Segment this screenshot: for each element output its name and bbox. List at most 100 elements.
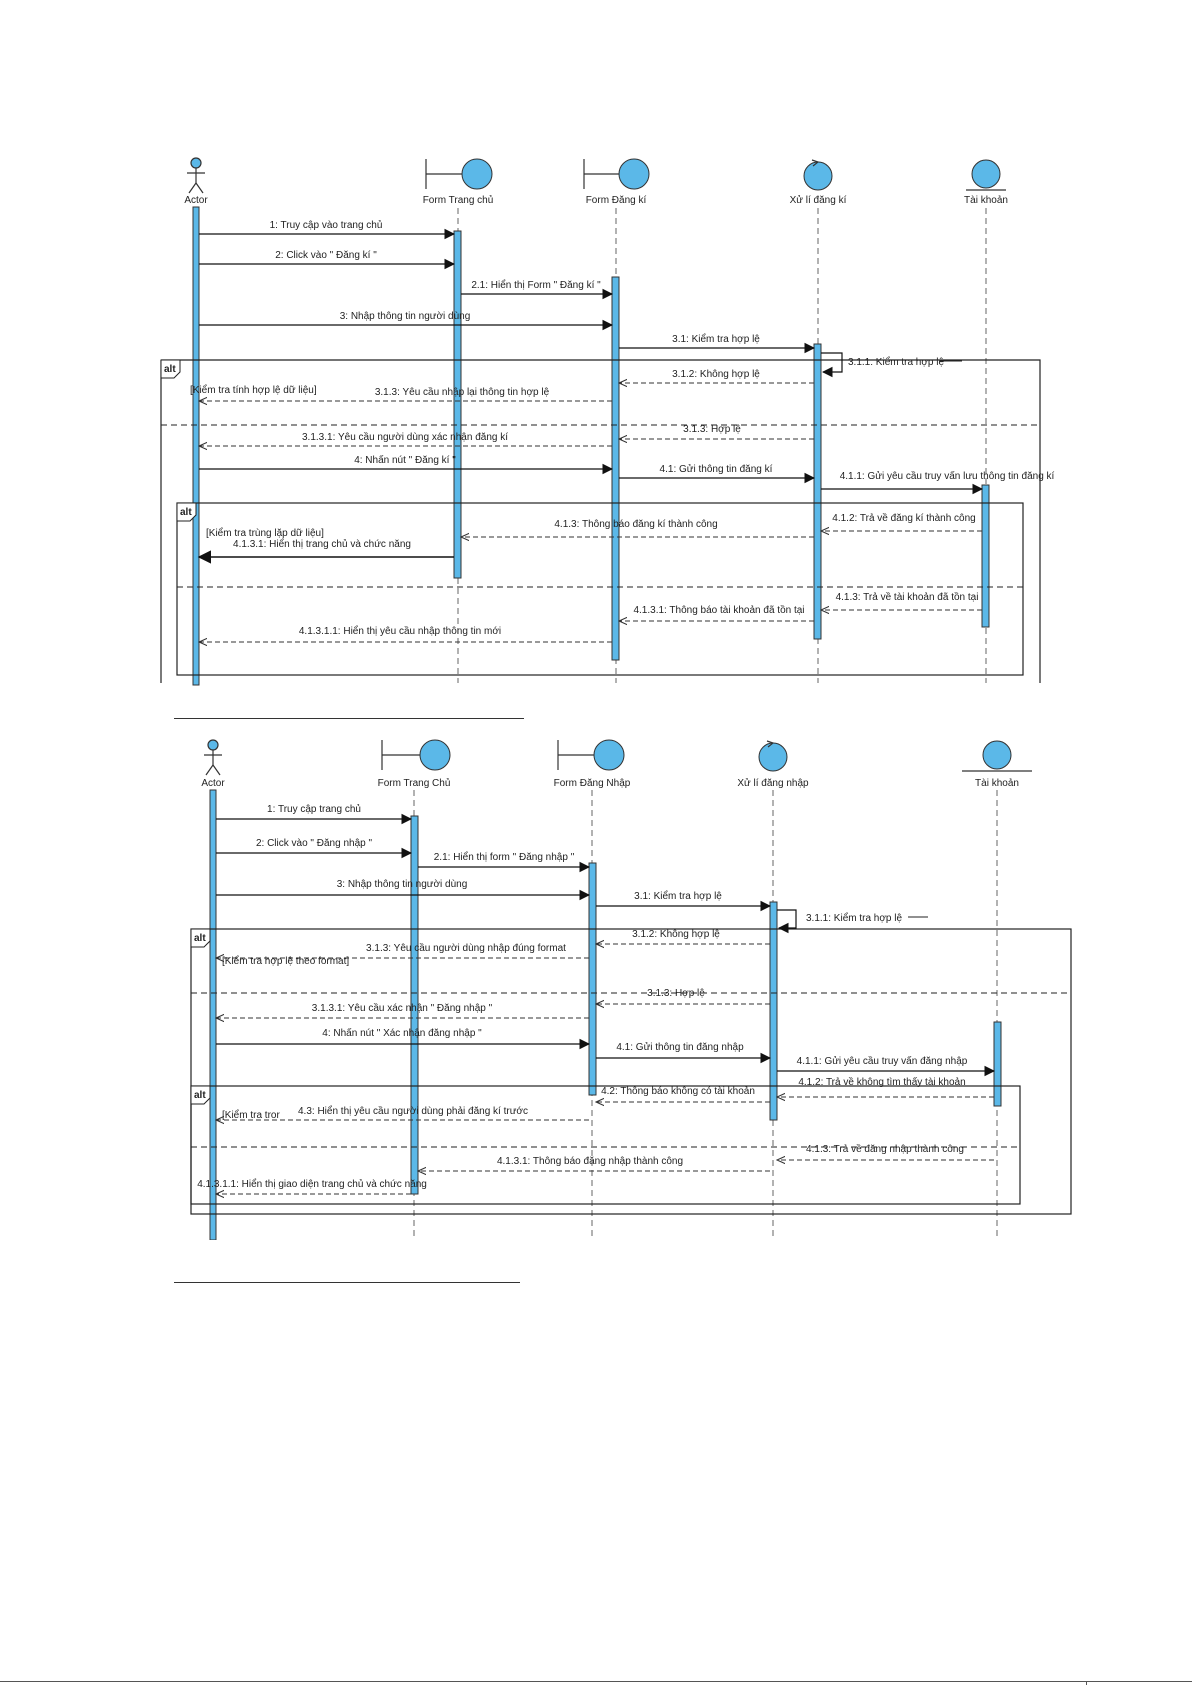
reply-message: 3.1.2: Không hợp lệ (619, 369, 814, 383)
participant-label: Form Trang chủ (423, 194, 494, 206)
message: 4: Nhấn nút " Xác nhận đăng nhập " (216, 1027, 591, 1050)
message-label: 4.2: Thông báo không có tài khoản (601, 1086, 755, 1097)
reply-message: 4.1.3.1: Thông báo đăng nhập thành công (418, 1156, 770, 1171)
message-label: 4.1.1: Gửi yêu cầu truy vấn đăng nhập (797, 1055, 968, 1067)
entity-icon (966, 159, 1006, 191)
message: 1: Truy cập trang chủ (216, 803, 413, 825)
message: 1: Truy cập vào trang chủ (199, 219, 456, 240)
message: 3.1: Kiểm tra hợp lệ (596, 890, 772, 912)
message: 3.1: Kiểm tra hợp lệ (619, 333, 816, 354)
actor-icon (204, 739, 222, 776)
actor-participant: Actor (201, 739, 225, 789)
boundary-icon (583, 158, 650, 190)
message: 4.1.3.1: Hiển thị trang chủ và chức năng (197, 538, 454, 564)
message-label: 4.1.3: Trả về đăng nhập thành công (806, 1143, 964, 1155)
message-label: 4.1.3.1: Hiển thị trang chủ và chức năng (233, 538, 411, 550)
message-label: 4.1.3.1: Thông báo đăng nhập thành công (497, 1156, 683, 1167)
message-label: 3.1.2: Không hợp lệ (632, 929, 720, 940)
message-label: 4.1.1: Gửi yêu cầu truy vấn lưu thông ti… (840, 470, 1055, 482)
message-label: 2.1: Hiển thị form " Đăng nhập " (434, 851, 575, 863)
actor-icon (187, 157, 205, 194)
actor-participant: Actor (184, 157, 208, 206)
participant-label: Actor (201, 778, 225, 789)
message-label: 3.1.3: Yêu cầu người dùng nhập đúng form… (366, 942, 566, 954)
message-label: 3.1.3: Hợp lệ (683, 424, 741, 435)
self-message: 3.1.1: Kiểm tra hợp lệ (777, 909, 928, 934)
section-separator (174, 718, 524, 719)
message: 4.1.1: Gửi yêu cầu truy vấn đăng nhập (777, 1055, 996, 1077)
message-label: 3.1.2: Không hợp lệ (672, 369, 760, 380)
participant-label: Tài khoản (964, 195, 1008, 206)
reply-message: 3.1.3: Yêu cầu người dùng nhập đúng form… (216, 942, 589, 958)
fragment-guard: [Kiểm tra hợp lệ theo format] (222, 955, 349, 967)
message-label: 2: Click vào " Đăng nhập " (256, 838, 373, 849)
message-label: 3.1.3: Hợp lệ (647, 988, 705, 999)
reply-message: 3.1.3: Hợp lệ (619, 424, 814, 439)
reply-message: 3.1.3.1: Yêu cầu người dùng xác nhận đăn… (199, 431, 612, 446)
boundary-participant-home: Form Trang chủ (423, 158, 494, 206)
reply-message: 3.1.3.1: Yêu cầu xác nhận " Đăng nhập " (216, 1002, 589, 1018)
fragment-guard: [Kiểm tra tror (222, 1109, 280, 1121)
message: 2.1: Hiển thị form " Đăng nhập " (418, 851, 591, 873)
control-icon (758, 740, 788, 772)
message-label: 3.1.3.1: Yêu cầu xác nhận " Đăng nhập " (312, 1002, 493, 1014)
message-label: 4.1: Gửi thông tin đăng kí (660, 463, 773, 475)
boundary-icon (381, 739, 451, 771)
reply-message: 4.1.3: Thông báo đăng kí thành công (461, 519, 814, 537)
message-label: 4.1.2: Trả về không tìm thấy tài khoản (798, 1076, 965, 1088)
participant-label: Xử lí đăng kí (790, 194, 847, 206)
reply-message: 4.3: Hiển thị yêu cầu người dùng phải đă… (216, 1105, 589, 1120)
participant-label: Form Trang Chủ (378, 777, 451, 789)
message-label: 3.1: Kiểm tra hợp lệ (634, 890, 722, 902)
reply-message: 4.1.3.1.1: Hiển thị yêu cầu nhập thông t… (199, 625, 612, 642)
activation-bars (192, 206, 990, 686)
sequence-diagram-login: Actor Form Trang Chủ Form Đăng Nhập Xử l… (190, 739, 1072, 1240)
participant-label: Form Đăng Nhập (554, 778, 631, 789)
alt-fragment-outer: alt [Kiểm tra hợp lệ theo format] (190, 928, 1072, 1215)
reply-message: 3.1.3: Hợp lệ (596, 988, 770, 1004)
reply-message: 4.1.2: Trả về không tìm thấy tài khoản (777, 1076, 994, 1097)
message: 2: Click vào " Đăng nhập " (216, 838, 413, 859)
fragment-operator: alt (180, 507, 192, 518)
reply-message: 3.1.2: Không hợp lệ (596, 929, 770, 944)
fragment-guard: [Kiểm tra tính hợp lệ dữ liệu] (190, 384, 317, 396)
entity-icon (962, 740, 1032, 772)
entity-participant: Tài khoản (964, 159, 1008, 206)
reply-message: 3.1.3: Yêu cầu nhập lại thông tin hợp lệ (199, 386, 612, 401)
participant-label: Actor (184, 195, 208, 206)
sequence-diagram-register: Actor Form Trang chủ Form Đăng kí Xử lí … (160, 157, 1055, 686)
message-label: 3.1.1: Kiểm tra hợp lệ (848, 356, 944, 368)
message-label: 4.1: Gửi thông tin đăng nhập (616, 1041, 744, 1053)
message-label: 1: Truy cập vào trang chủ (270, 219, 383, 231)
message-label: 3.1.1: Kiểm tra hợp lệ (806, 912, 902, 924)
message-label: 4.1.2: Trả về đăng kí thành công (832, 512, 975, 524)
messages: 1: Truy cập vào trang chủ 2: Click vào "… (197, 219, 1055, 642)
fragment-operator: alt (194, 933, 206, 944)
reply-message: 4.1.3: Trả về tài khoản đã tồn tại (821, 591, 982, 610)
message: 4.1.1: Gửi yêu cầu truy vấn lưu thông ti… (821, 470, 1055, 495)
message-label: 4.1.3: Trả về tài khoản đã tồn tại (836, 591, 979, 603)
participant-label: Xử lí đăng nhập (737, 777, 809, 789)
control-icon (803, 159, 833, 191)
message: 3: Nhập thông tin người dùng (216, 879, 591, 901)
message-label: 4: Nhấn nút " Đăng kí " (354, 454, 456, 466)
section-separator (174, 1282, 520, 1283)
page-bottom-rule (0, 1681, 1192, 1682)
fragment-operator: alt (164, 364, 176, 375)
message: 2: Click vào " Đăng kí " (199, 250, 456, 270)
reply-message: 4.1.3.1.1: Hiển thị giao diện trang chủ … (197, 1178, 427, 1194)
message-label: 4.1.3.1.1: Hiển thị yêu cầu nhập thông t… (299, 625, 501, 637)
message-label: 3: Nhập thông tin người dùng (337, 879, 468, 890)
message: 4.1: Gửi thông tin đăng kí (619, 463, 816, 484)
message: 4: Nhấn nút " Đăng kí " (199, 454, 614, 475)
message-label: 4.1.3.1: Thông báo tài khoản đã tồn tại (633, 604, 804, 616)
boundary-participant-login-form: Form Đăng Nhập (554, 739, 631, 789)
activation-bars (209, 789, 1002, 1240)
message-label: 4.3: Hiển thị yêu cầu người dùng phải đă… (298, 1105, 528, 1117)
message-label: 2.1: Hiển thị Form " Đăng kí " (471, 279, 601, 291)
reply-message: 4.1.3: Trả về đăng nhập thành công (777, 1143, 994, 1160)
fragment-guard: [Kiểm tra trùng lặp dữ liệu] (206, 527, 324, 539)
message: 3: Nhập thông tin người dùng (199, 311, 614, 331)
entity-participant: Tài khoản (962, 740, 1032, 789)
messages: 1: Truy cập trang chủ 2: Click vào " Đăn… (197, 803, 996, 1194)
